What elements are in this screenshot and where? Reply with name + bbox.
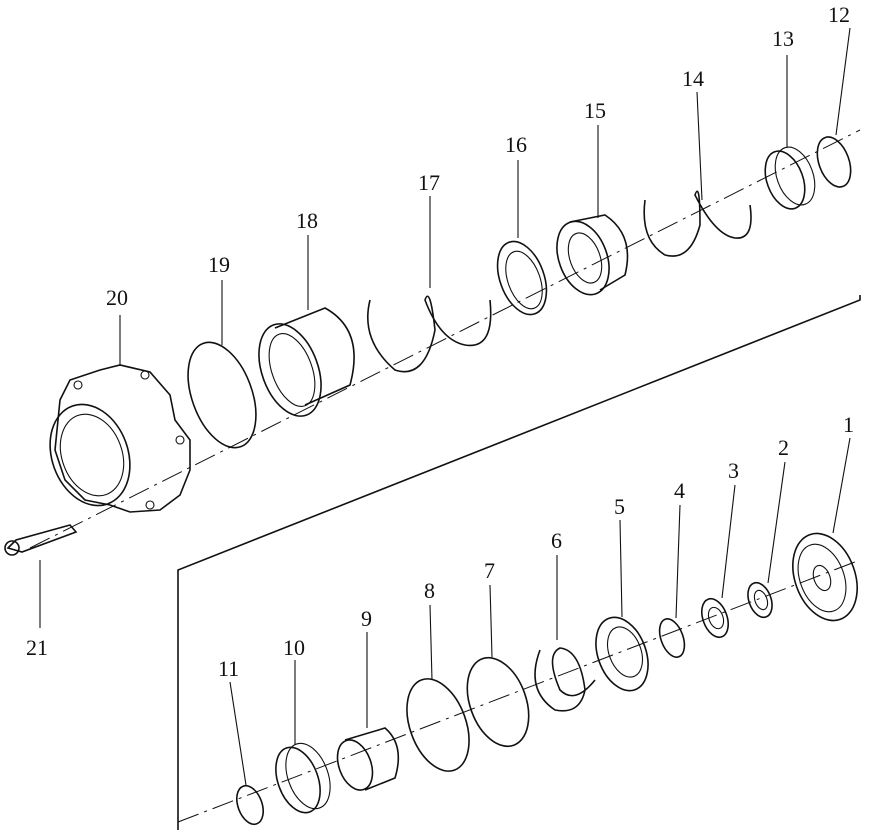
label-18: 18: [296, 208, 318, 233]
label-19: 19: [208, 252, 230, 277]
part-8-ring: [406, 678, 470, 772]
part-16-ring: [496, 240, 548, 316]
label-13: 13: [772, 26, 794, 51]
label-8: 8: [424, 578, 435, 603]
label-5: 5: [614, 494, 625, 519]
label-7: 7: [484, 558, 495, 583]
label-4: 4: [674, 478, 685, 503]
label-15: 15: [584, 98, 606, 123]
label-12: 12: [828, 2, 850, 27]
label-11: 11: [218, 656, 239, 681]
part-4-snap-ring: [658, 618, 686, 658]
leader-lines: [39, 27, 851, 786]
part-18-sleeve: [258, 307, 355, 417]
label-16: 16: [505, 132, 527, 157]
part-13-collar: [764, 146, 816, 210]
part-20-housing: [49, 364, 191, 513]
part-6-spring: [534, 647, 596, 712]
part-2-washer: [747, 581, 773, 619]
part-21-bolt: [4, 524, 78, 556]
part-5-ring: [595, 616, 649, 692]
label-9: 9: [361, 606, 372, 631]
label-14: 14: [682, 66, 704, 91]
part-1-disc: [792, 532, 858, 622]
part-17-spring: [367, 295, 492, 373]
part-14-spring: [643, 190, 752, 257]
axis-frame: [29, 129, 861, 830]
label-20: 20: [106, 285, 128, 310]
label-21: 21: [26, 635, 48, 660]
part-10-collar: [275, 742, 331, 814]
label-17: 17: [418, 170, 440, 195]
part-labels: 12 13 14 15 16 17 18 19 20 21 11 10 9 8 …: [26, 2, 854, 681]
part-3-washer: [701, 597, 729, 639]
part-15-hub: [556, 214, 629, 296]
part-12-snap-ring: [816, 136, 852, 188]
part-9-hub: [336, 727, 400, 791]
label-6: 6: [551, 528, 562, 553]
label-2: 2: [778, 435, 789, 460]
label-3: 3: [728, 458, 739, 483]
label-10: 10: [283, 635, 305, 660]
label-1: 1: [843, 412, 854, 437]
part-7-ring: [466, 656, 530, 748]
part-11-snap-ring: [236, 784, 264, 826]
part-19-ring: [187, 341, 257, 449]
